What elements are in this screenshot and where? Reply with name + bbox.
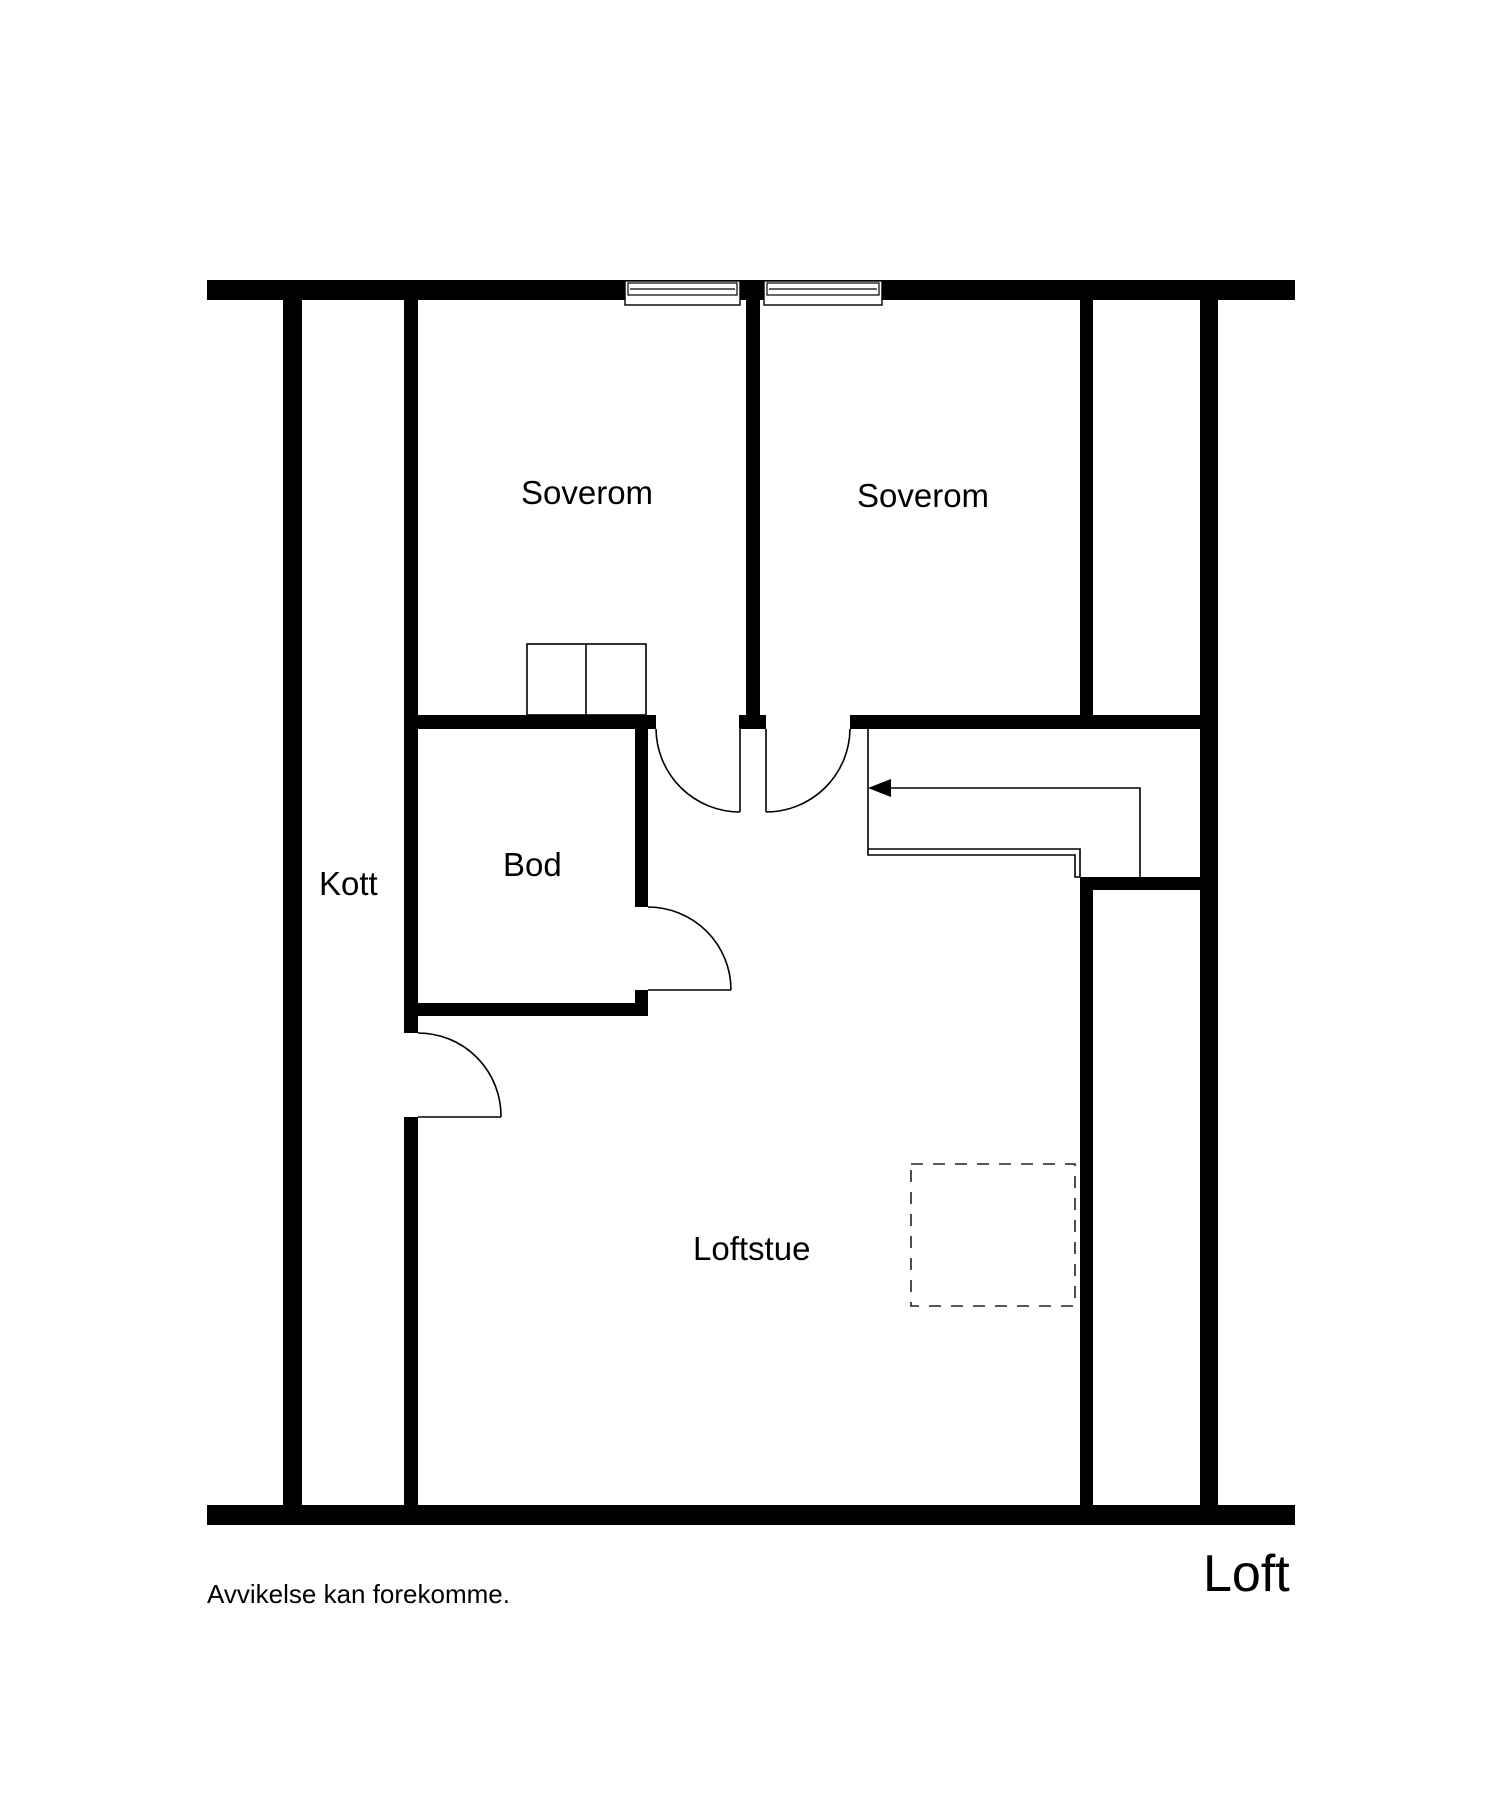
room-label-bedroom-left: Soverom [521, 474, 654, 511]
right-inner-wall-upper [1080, 280, 1093, 729]
bod-bottom-wall [404, 1003, 648, 1016]
door-bedroom-right [765, 728, 851, 813]
bedroom-divider-pier [739, 715, 766, 729]
bedroom-divider-wall [746, 280, 760, 715]
staircase [867, 729, 1141, 878]
right-outer-wall [1200, 280, 1218, 1525]
door-bod [647, 906, 732, 991]
room-label-bedroom-right: Soverom [857, 477, 990, 514]
disclaimer-text: Avvikelse kan forekomme. [207, 1579, 510, 1609]
stair-arrow-icon [868, 779, 891, 797]
right-inner-wall-lower [1080, 877, 1093, 1525]
skylight-outline [910, 1163, 1076, 1307]
bedroom-left-bottom-wall [404, 715, 656, 729]
room-label-closet: Kott [319, 865, 378, 902]
room-label-storage: Bod [503, 846, 562, 883]
left-inner-wall-lower [404, 1117, 418, 1525]
left-outer-wall [283, 280, 302, 1525]
door-bedroom-left [655, 728, 741, 813]
wardrobe [526, 643, 647, 716]
bod-right-wall [635, 715, 648, 907]
floor-title: Loft [1203, 1545, 1290, 1603]
bedroom-right-bottom-wall [850, 715, 1218, 729]
door-kott [417, 1032, 502, 1118]
room-label-loft-living: Loftstue [693, 1230, 811, 1267]
window-right [763, 280, 883, 306]
right-cross-wall [1080, 877, 1218, 890]
window-left [624, 280, 741, 306]
left-inner-wall-upper [404, 280, 418, 1033]
bottom-outer-wall [207, 1505, 1295, 1525]
